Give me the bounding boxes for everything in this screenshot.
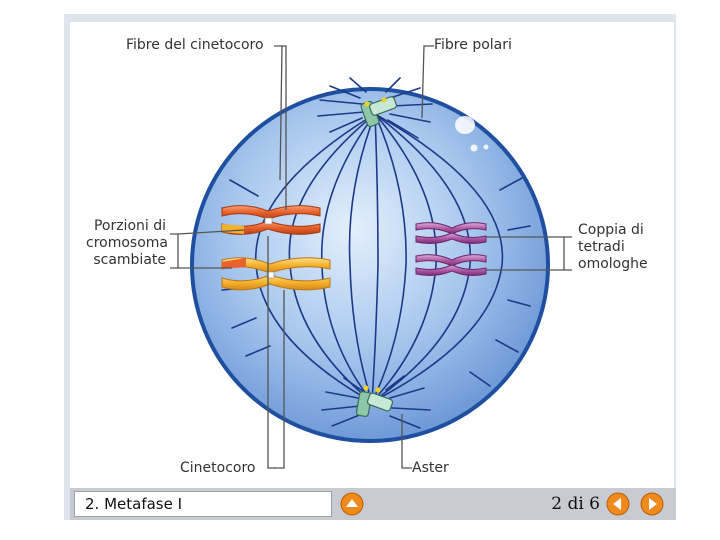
- label-kinetochore-fibers: Fibre del cinetocoro: [126, 37, 264, 53]
- step-title: 2. Metafase I: [74, 491, 332, 517]
- label-tetrad-line3: omologhe: [578, 256, 648, 272]
- cell-body: [190, 87, 550, 443]
- label-aster: Aster: [412, 460, 449, 476]
- label-tetrad-line1: Coppia di: [578, 222, 644, 238]
- leader-lines: [170, 45, 572, 469]
- label-exchanged-line3: scambiate: [93, 252, 166, 268]
- cell-highlight-small: [470, 144, 478, 152]
- label-polar-fibers: Fibre polari: [434, 37, 512, 53]
- label-tetrad-pair: Coppia di tetradi omologhe: [578, 222, 648, 273]
- yellow-tetrad: [221, 257, 331, 291]
- purple-tetrad-bottom: [415, 254, 487, 276]
- cell-highlight: [455, 116, 475, 134]
- red-tetrad: [221, 205, 321, 235]
- label-kinetochore: Cinetocoro: [180, 460, 256, 476]
- cell-highlight-dot: [483, 144, 489, 150]
- metaphase-diagram: [170, 45, 572, 469]
- label-exchanged-portions: Porzioni di cromosoma scambiate: [86, 218, 168, 269]
- page-counter: 2 di 6: [551, 494, 600, 514]
- centriole-bottom: [355, 385, 394, 417]
- navigation-bar: 2. Metafase I 2 di 6: [70, 488, 676, 520]
- centriole-top: [360, 96, 398, 128]
- label-tetrad-line2: tetradi: [578, 239, 625, 255]
- right-arrow-icon[interactable]: [640, 492, 664, 516]
- purple-tetrad-top: [415, 222, 487, 244]
- label-exchanged-line2: cromosoma: [86, 235, 168, 251]
- up-arrow-icon[interactable]: [340, 492, 364, 516]
- left-arrow-icon[interactable]: [606, 492, 630, 516]
- label-exchanged-line1: Porzioni di: [93, 218, 166, 234]
